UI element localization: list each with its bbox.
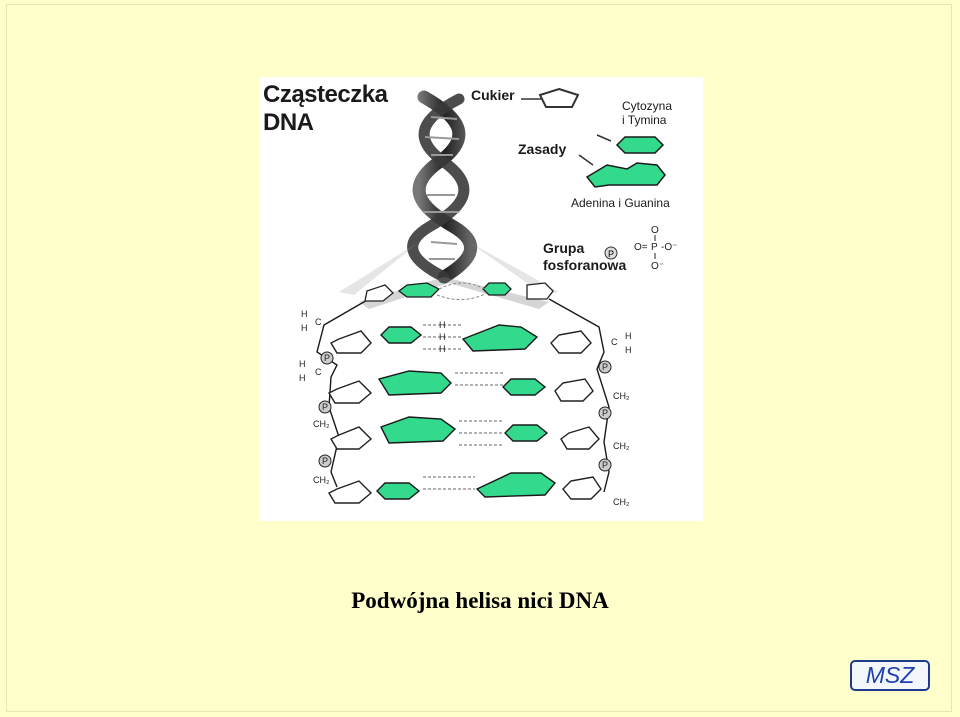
svg-text:H: H xyxy=(299,373,306,383)
svg-text:H: H xyxy=(625,345,632,355)
svg-text:H: H xyxy=(301,309,308,319)
dna-figure: P O O= P -O⁻ O⁻ xyxy=(259,77,703,521)
svg-text:P: P xyxy=(322,402,328,412)
base-pairs: H H H xyxy=(329,283,601,503)
svg-text:O: O xyxy=(651,225,659,236)
svg-text:H: H xyxy=(299,359,306,369)
svg-text:P: P xyxy=(322,456,328,466)
legend-pyrimidine-icon xyxy=(597,135,663,153)
msz-badge: MSZ xyxy=(850,660,930,691)
svg-text:C: C xyxy=(611,337,618,347)
slide-caption: Podwójna helisa nici DNA xyxy=(0,588,960,614)
label-cytozyna-tymina: Cytozyna i Tymina xyxy=(622,99,672,127)
svg-text:P: P xyxy=(602,362,608,372)
svg-text:H: H xyxy=(439,332,446,342)
dna-diagram: P O O= P -O⁻ O⁻ xyxy=(259,77,703,521)
svg-text:-O⁻: -O⁻ xyxy=(661,242,677,253)
svg-text:H: H xyxy=(439,344,446,354)
svg-text:O=: O= xyxy=(634,242,648,253)
svg-text:O⁻: O⁻ xyxy=(651,261,664,272)
svg-text:CH₂: CH₂ xyxy=(613,441,630,451)
label-adenina-guanina: Adenina i Guanina xyxy=(571,196,670,210)
label-grupa-fosforanowa: Grupa fosforanowa xyxy=(543,240,626,274)
svg-text:C: C xyxy=(315,367,322,377)
svg-text:P: P xyxy=(602,460,608,470)
svg-text:CH₂: CH₂ xyxy=(613,391,630,401)
svg-text:C: C xyxy=(315,317,322,327)
figure-title: Cząsteczka DNA xyxy=(263,81,387,137)
svg-text:P: P xyxy=(324,353,330,363)
svg-text:H: H xyxy=(625,331,632,341)
svg-text:CH₂: CH₂ xyxy=(313,419,330,429)
label-cukier: Cukier xyxy=(471,87,515,103)
svg-text:P: P xyxy=(651,242,658,253)
legend-purine-icon xyxy=(579,155,665,187)
svg-text:H: H xyxy=(301,323,308,333)
svg-text:P: P xyxy=(602,408,608,418)
svg-text:H: H xyxy=(439,320,446,330)
legend-sugar-icon xyxy=(521,89,578,107)
label-zasady: Zasady xyxy=(518,141,566,157)
svg-text:CH₂: CH₂ xyxy=(613,497,630,507)
svg-text:CH₂: CH₂ xyxy=(313,475,330,485)
